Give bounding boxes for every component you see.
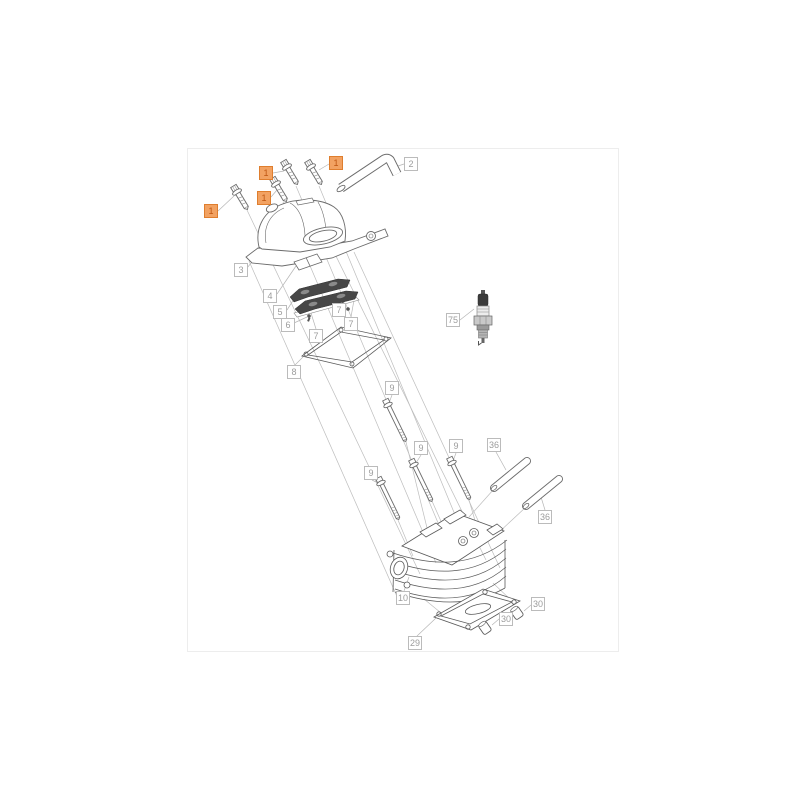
- callout-8[interactable]: 8: [287, 365, 301, 379]
- part-cover-gasket: [301, 326, 392, 369]
- callout-36[interactable]: 36: [487, 438, 502, 452]
- callout-highlighted-1[interactable]: 1: [257, 191, 271, 205]
- part-locating-dowels: [478, 605, 524, 635]
- callout-7[interactable]: 7: [344, 317, 358, 331]
- callout-9[interactable]: 9: [385, 381, 399, 395]
- callout-30[interactable]: 30: [531, 597, 546, 611]
- part-breather-tube: [336, 153, 402, 193]
- part-valve-cover: [245, 197, 389, 267]
- callout-9[interactable]: 9: [364, 466, 378, 480]
- callout-36[interactable]: 36: [538, 510, 553, 524]
- callout-30[interactable]: 30: [499, 612, 514, 626]
- callout-9[interactable]: 9: [414, 441, 428, 455]
- callout-2[interactable]: 2: [404, 157, 418, 171]
- callout-10[interactable]: 10: [396, 591, 411, 605]
- callout-9[interactable]: 9: [449, 439, 463, 453]
- part-rocker-assemblies: [289, 278, 360, 318]
- part-head-bolts: [373, 397, 475, 522]
- callout-5[interactable]: 5: [273, 305, 287, 319]
- callout-highlighted-1[interactable]: 1: [259, 166, 273, 180]
- part-spark-plug: [473, 290, 493, 346]
- callout-highlighted-1[interactable]: 1: [204, 204, 218, 218]
- part-dowel-pins: [490, 457, 563, 510]
- callout-7[interactable]: 7: [309, 329, 323, 343]
- callout-4[interactable]: 4: [263, 289, 277, 303]
- callout-7[interactable]: 7: [332, 303, 346, 317]
- part-head-gasket: [433, 588, 521, 631]
- callout-6[interactable]: 6: [281, 318, 295, 332]
- callout-3[interactable]: 3: [234, 263, 248, 277]
- callout-29[interactable]: 29: [408, 636, 423, 650]
- callout-highlighted-1[interactable]: 1: [329, 156, 343, 170]
- part-cylinder-head: [386, 509, 508, 603]
- part-cover-plate: [293, 253, 323, 271]
- callout-75[interactable]: 75: [446, 313, 461, 327]
